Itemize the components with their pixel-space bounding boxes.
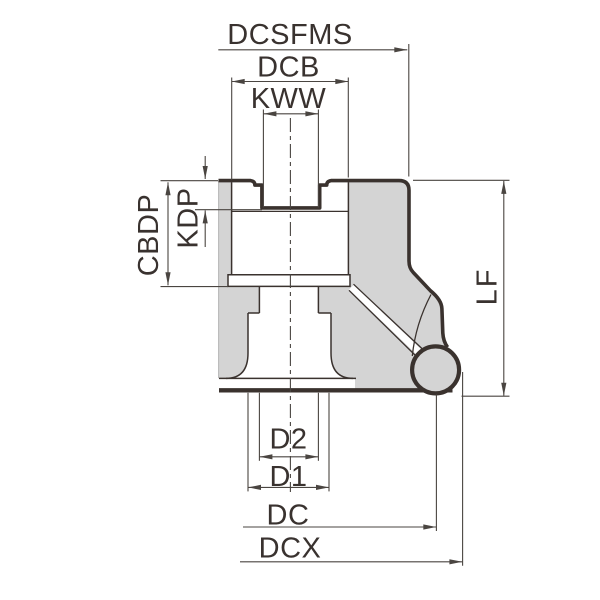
cutter-body-outline xyxy=(218,178,462,396)
label-d2: D2 xyxy=(269,424,307,456)
label-cbdp: CBDP xyxy=(133,194,165,277)
label-dcsfms: DCSFMS xyxy=(227,19,352,51)
flute-gash-edge-upper xyxy=(353,283,424,351)
round-insert xyxy=(410,344,462,396)
cutter-body-fills xyxy=(218,179,452,390)
body-section-left xyxy=(218,179,260,379)
label-dcb: DCB xyxy=(257,52,320,84)
dimension-labels: DCSFMS DCB KWW CBDP KDP LF D2 D1 DC DCX xyxy=(133,19,504,565)
insert-pocket-curve xyxy=(411,294,432,357)
body-section-right xyxy=(318,179,452,390)
flute-gash-gap xyxy=(349,284,423,357)
label-lf: LF xyxy=(472,268,504,306)
label-kww: KWW xyxy=(251,83,327,115)
cutter-body-internal-lines xyxy=(219,182,432,380)
label-kdp: KDP xyxy=(173,187,205,248)
label-dcx: DCX xyxy=(259,533,322,565)
label-d1: D1 xyxy=(269,461,307,493)
top-face-and-keyway-profile xyxy=(218,178,450,349)
flute-gash-edge-lower xyxy=(348,289,418,358)
shelf-band xyxy=(227,273,351,288)
dimension-lines xyxy=(160,44,510,566)
label-dc: DC xyxy=(267,500,310,532)
